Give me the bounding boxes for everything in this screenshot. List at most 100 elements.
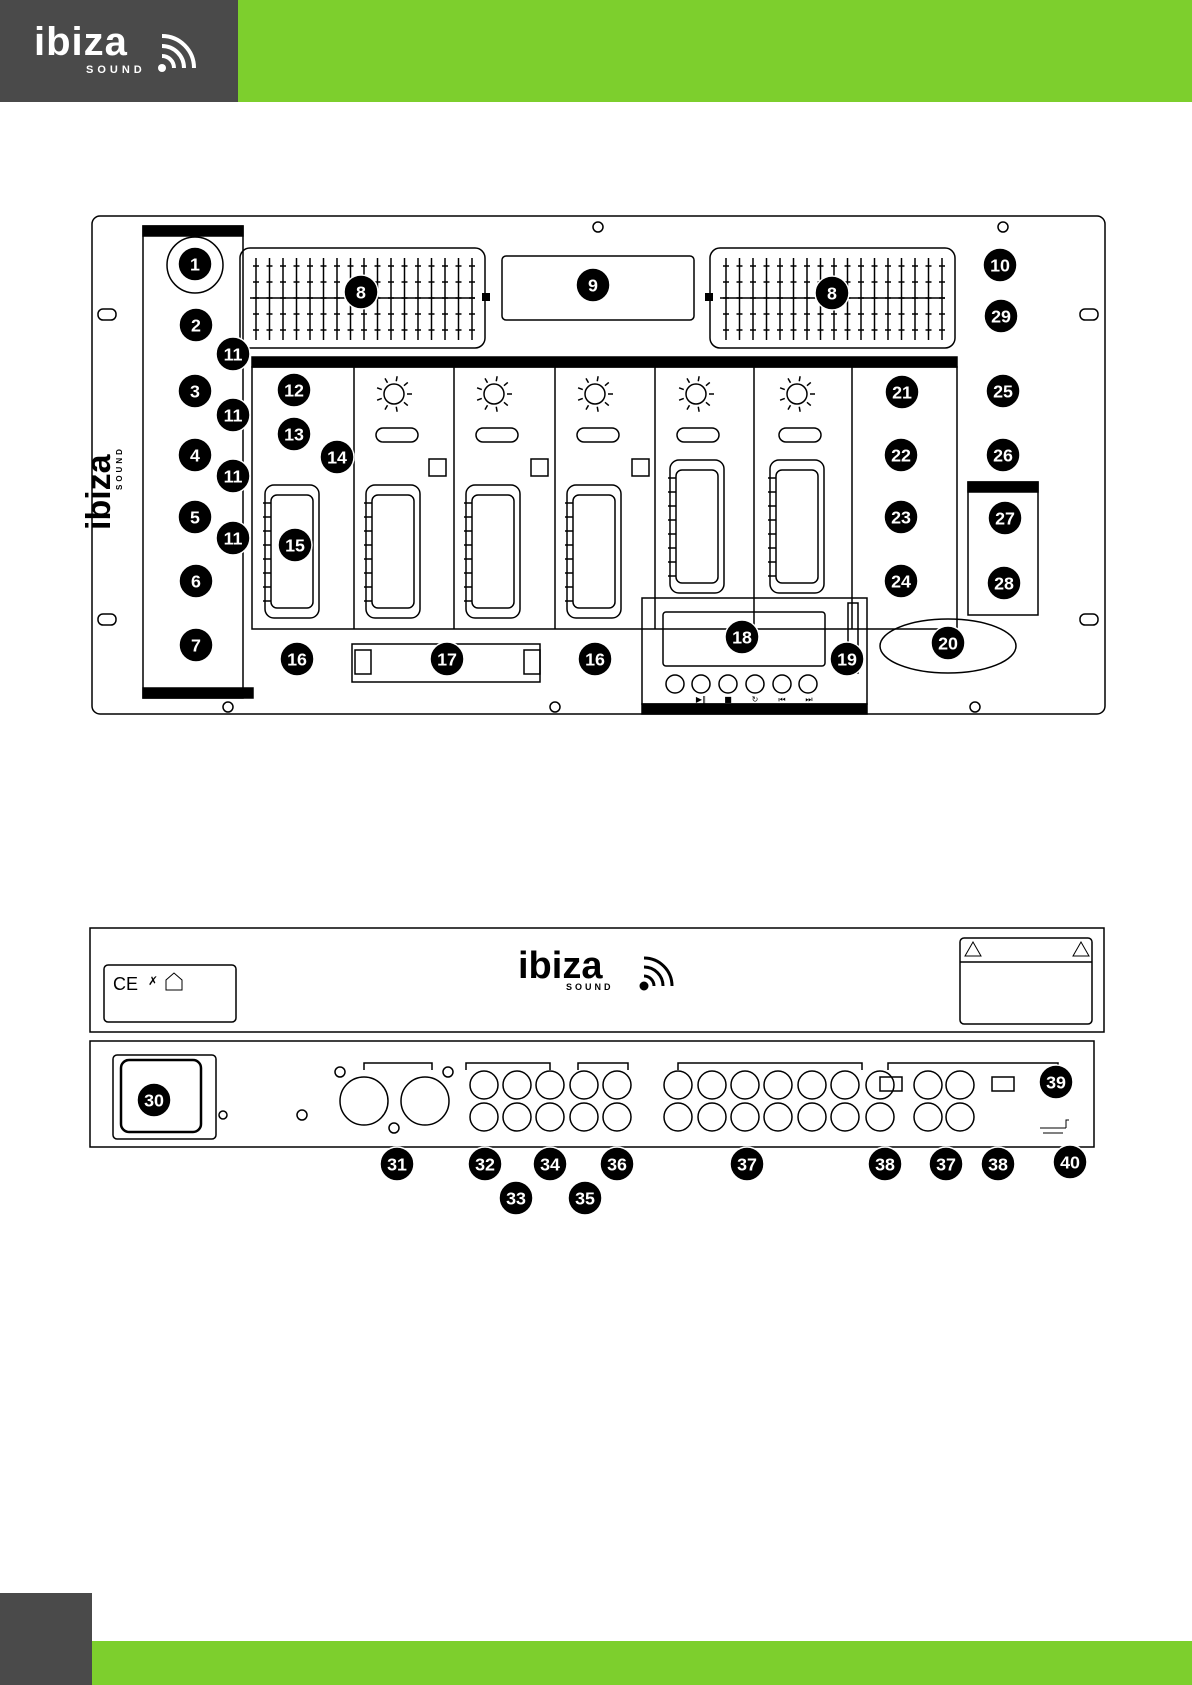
transport-button xyxy=(799,675,817,693)
rca-jack xyxy=(470,1103,498,1131)
callout-label: 35 xyxy=(575,1188,595,1208)
mic-strip-top-bar xyxy=(143,226,243,236)
rca-jack xyxy=(764,1103,792,1131)
rear-wifi-icon xyxy=(641,958,672,989)
callout-label: 34 xyxy=(540,1154,560,1174)
rca-jack xyxy=(798,1103,826,1131)
callout-4: 4 xyxy=(178,438,212,472)
xlr-out-1 xyxy=(340,1077,388,1125)
channel-fader xyxy=(567,485,621,618)
repeat-icon: ↻ xyxy=(752,695,759,704)
callout-31: 31 xyxy=(380,1147,414,1181)
callout-label: 14 xyxy=(327,447,347,467)
rca-jack xyxy=(946,1071,974,1099)
callout-label: 9 xyxy=(588,275,598,295)
callout-label: 16 xyxy=(585,649,605,669)
callout-28: 28 xyxy=(987,566,1021,600)
callout-36: 36 xyxy=(600,1147,634,1181)
callout-label: 27 xyxy=(995,508,1015,528)
callout-37: 37 xyxy=(730,1147,764,1181)
rear-switch xyxy=(992,1077,1014,1091)
rca-jack xyxy=(603,1071,631,1099)
transport-button xyxy=(773,675,791,693)
callout-label: 28 xyxy=(994,573,1014,593)
callout-5: 5 xyxy=(178,500,212,534)
rca-jack xyxy=(698,1071,726,1099)
callout-27: 27 xyxy=(988,501,1022,535)
callout-label: 18 xyxy=(732,627,752,647)
rear-logo-text: ibiza xyxy=(518,945,603,987)
rca-jack xyxy=(664,1071,692,1099)
callout-label: 25 xyxy=(993,381,1013,401)
callout-label: 39 xyxy=(1046,1072,1066,1092)
play-pause-icon: ▶‖ xyxy=(696,695,706,704)
rack-hole xyxy=(1080,309,1098,320)
callout-22: 22 xyxy=(884,438,918,472)
callout-30: 30 xyxy=(137,1083,171,1117)
callout-label: 33 xyxy=(506,1188,526,1208)
callout-label: 8 xyxy=(827,283,837,303)
callout-38: 38 xyxy=(868,1147,902,1181)
callout-33: 33 xyxy=(499,1181,533,1215)
callout-39: 39 xyxy=(1039,1065,1073,1099)
callout-label: 37 xyxy=(737,1154,757,1174)
rca-jack xyxy=(731,1103,759,1131)
callout-label: 21 xyxy=(892,382,912,402)
rca-jack xyxy=(503,1103,531,1131)
rear-connector-panel xyxy=(90,1041,1094,1147)
knob xyxy=(686,384,706,404)
channel-top-bar xyxy=(252,357,957,367)
channel-fader xyxy=(670,460,724,593)
callout-11: 11 xyxy=(216,521,250,555)
callout-label: 37 xyxy=(936,1154,956,1174)
callout-8: 8 xyxy=(344,275,378,309)
callout-label: 11 xyxy=(224,528,243,548)
rca-jack xyxy=(731,1071,759,1099)
rca-jack xyxy=(798,1071,826,1099)
callout-11: 11 xyxy=(216,337,250,371)
callout-35: 35 xyxy=(568,1181,602,1215)
rca-jack xyxy=(914,1071,942,1099)
callout-label: 22 xyxy=(891,445,911,465)
footer-dark-block xyxy=(0,1593,92,1685)
transport-button xyxy=(719,675,737,693)
channel-fader xyxy=(366,485,420,618)
side-logo-text: ibiza xyxy=(80,453,118,530)
rear-switch xyxy=(880,1077,902,1091)
callout-14: 14 xyxy=(320,440,354,474)
rack-hole xyxy=(98,614,116,625)
knob xyxy=(384,384,404,404)
callout-34: 34 xyxy=(533,1147,567,1181)
callout-label: 11 xyxy=(224,405,243,425)
callout-label: 3 xyxy=(190,381,200,401)
callout-20: 20 xyxy=(931,626,965,660)
stop-icon: ■ xyxy=(724,695,732,704)
ce-mark-icon: CE xyxy=(113,974,138,994)
callout-label: 16 xyxy=(287,649,307,669)
footer-accent-bar xyxy=(92,1641,1192,1685)
transport-button xyxy=(746,675,764,693)
callout-19: 19 xyxy=(830,642,864,676)
callout-24: 24 xyxy=(884,564,918,598)
callout-6: 6 xyxy=(179,564,213,598)
callout-32: 32 xyxy=(468,1147,502,1181)
rca-jack xyxy=(570,1071,598,1099)
callout-29: 29 xyxy=(984,299,1018,333)
rca-jack xyxy=(764,1071,792,1099)
callout-label: 32 xyxy=(475,1154,495,1174)
cue-button xyxy=(376,428,418,442)
channel-fader xyxy=(466,485,520,618)
callout-label: 4 xyxy=(190,445,200,465)
knob xyxy=(484,384,504,404)
callout-label: 26 xyxy=(993,445,1013,465)
callout-label: 1 xyxy=(190,254,200,274)
callout-label: 30 xyxy=(144,1090,164,1110)
callout-11: 11 xyxy=(216,398,250,432)
previous-icon: ⏮ xyxy=(778,695,785,704)
rca-jack xyxy=(664,1103,692,1131)
callout-label: 38 xyxy=(875,1154,895,1174)
caution-icon xyxy=(1073,942,1089,956)
warning-box xyxy=(960,938,1092,1024)
callout-label: 31 xyxy=(387,1154,407,1174)
